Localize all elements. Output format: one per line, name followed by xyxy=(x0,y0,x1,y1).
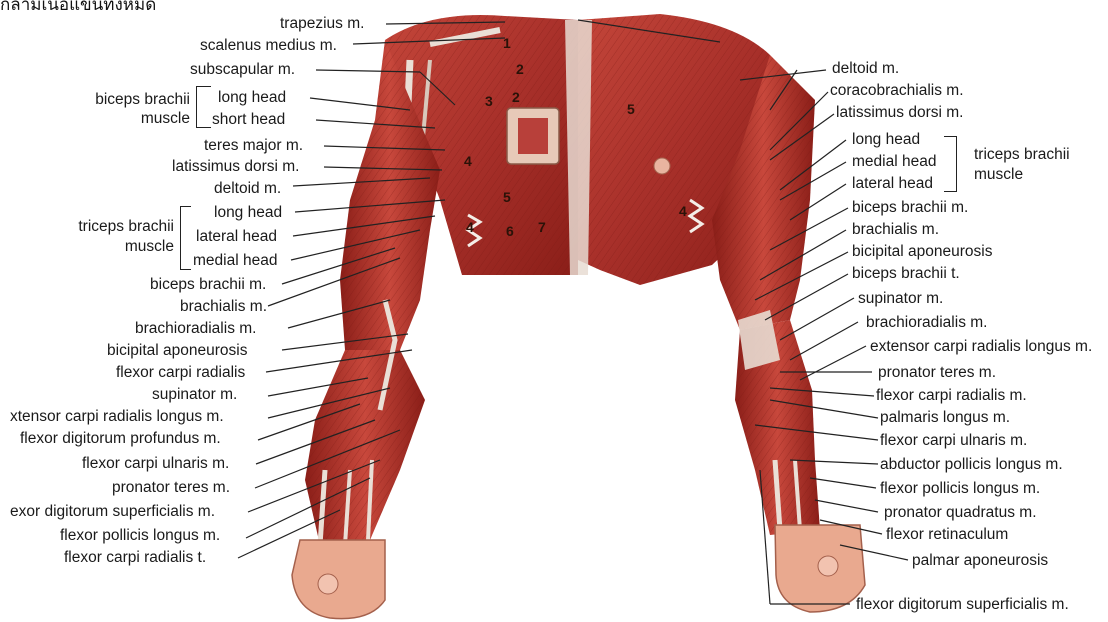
num-2b: 2 xyxy=(512,89,520,105)
label-flex-carpi-radialis-t-left: flexor carpi radialis t. xyxy=(64,549,206,567)
label-brachialis-left: brachialis m. xyxy=(180,298,267,316)
label-triceps-lateral-head-right: lateral head xyxy=(852,175,933,193)
label-flex-carpi-ulnaris-left: flexor carpi ulnaris m. xyxy=(82,455,229,473)
label-triceps-group-2-left: muscle xyxy=(48,238,174,256)
num-4c: 4 xyxy=(679,203,687,219)
label-triceps-lateral-head-left: lateral head xyxy=(196,228,277,246)
label-triceps-group-1-right: triceps brachii xyxy=(974,146,1070,164)
label-flex-pollicis-longus-right: flexor pollicis longus m. xyxy=(880,480,1040,498)
label-flexor-retinaculum-right: flexor retinaculum xyxy=(886,526,1008,544)
label-subscapular: subscapular m. xyxy=(190,61,295,79)
num-2a: 2 xyxy=(516,61,524,77)
num-5b: 5 xyxy=(627,101,635,117)
label-biceps-group-2: muscle xyxy=(68,110,190,128)
num-1: 1 xyxy=(503,35,511,51)
label-triceps-group-2-right: muscle xyxy=(974,166,1023,184)
label-teres-major: teres major m. xyxy=(204,137,303,155)
label-brachioradialis-left: brachioradialis m. xyxy=(135,320,256,338)
num-4a: 4 xyxy=(464,153,472,169)
label-deltoid-left: deltoid m. xyxy=(214,180,281,198)
label-flex-carpi-ulnaris-right: flexor carpi ulnaris m. xyxy=(880,432,1027,450)
label-biceps-group-1: biceps brachii xyxy=(68,91,190,109)
label-biceps-brachii-t-right: biceps brachii t. xyxy=(852,265,960,283)
label-coracobrachialis-right: coracobrachialis m. xyxy=(830,82,964,100)
label-latissimus-dorsi-right: latissimus dorsi m. xyxy=(836,104,963,122)
left-biceps-brace xyxy=(196,86,211,128)
label-biceps-brachii-right: biceps brachii m. xyxy=(852,199,968,217)
label-triceps-medial-head-left: medial head xyxy=(193,252,277,270)
label-brachioradialis-right: brachioradialis m. xyxy=(866,314,987,332)
label-pronator-quadratus-right: pronator quadratus m. xyxy=(884,504,1037,522)
label-trapezius-left: trapezius m. xyxy=(280,15,364,33)
label-pronator-teres-left: pronator teres m. xyxy=(112,479,230,497)
label-flex-dig-superficialis-right: flexor digitorum superficialis m. xyxy=(856,596,1069,614)
label-flex-dig-superficialis-left: exor digitorum superficialis m. xyxy=(10,503,215,521)
label-flex-dig-profundus-left: flexor digitorum profundus m. xyxy=(20,430,221,448)
label-ext-carpi-rad-longus-right: extensor carpi radialis longus m. xyxy=(870,338,1092,356)
label-palmaris-longus-right: palmaris longus m. xyxy=(880,409,1010,427)
right-triceps-brace xyxy=(944,136,957,192)
label-bicipital-aponeurosis-left: bicipital aponeurosis xyxy=(107,342,247,360)
num-5a: 5 xyxy=(503,189,511,205)
label-abd-pollicis-longus-right: abductor pollicis longus m. xyxy=(880,456,1063,474)
label-ext-carpi-rad-longus-left: xtensor carpi radialis longus m. xyxy=(10,408,224,426)
label-latissimus-dorsi-left: latissimus dorsi m. xyxy=(172,158,299,176)
num-6: 6 xyxy=(506,223,514,239)
label-palmar-aponeurosis-right: palmar aponeurosis xyxy=(912,552,1048,570)
label-deltoid-right: deltoid m. xyxy=(832,60,899,78)
label-flex-carpi-radialis-right: flexor carpi radialis m. xyxy=(876,387,1027,405)
label-flexor-carpi-radialis-left: flexor carpi radialis xyxy=(116,364,245,382)
label-triceps-medial-head-right: medial head xyxy=(852,153,936,171)
label-supinator-left: supinator m. xyxy=(152,386,237,404)
nipple xyxy=(654,158,670,174)
label-brachialis-right: brachialis m. xyxy=(852,221,939,239)
num-7: 7 xyxy=(538,219,546,235)
label-scalenus-medius: scalenus medius m. xyxy=(200,37,337,55)
label-biceps-brachii-left: biceps brachii m. xyxy=(150,276,266,294)
left-fist xyxy=(292,540,385,619)
label-triceps-long-head-right: long head xyxy=(852,131,920,149)
label-triceps-group-1-left: triceps brachii xyxy=(48,218,174,236)
label-biceps-short-head: short head xyxy=(212,111,285,129)
label-biceps-long-head: long head xyxy=(218,89,286,107)
label-supinator-right: supinator m. xyxy=(858,290,943,308)
label-flex-pollicis-longus-left: flexor pollicis longus m. xyxy=(60,527,220,545)
num-4b: 4 xyxy=(466,219,474,235)
label-triceps-long-head-left: long head xyxy=(214,204,282,222)
label-bicipital-aponeurosis-right: bicipital aponeurosis xyxy=(852,243,992,261)
num-3: 3 xyxy=(485,93,493,109)
left-triceps-brace xyxy=(180,206,191,270)
label-pronator-teres-right: pronator teres m. xyxy=(878,364,996,382)
